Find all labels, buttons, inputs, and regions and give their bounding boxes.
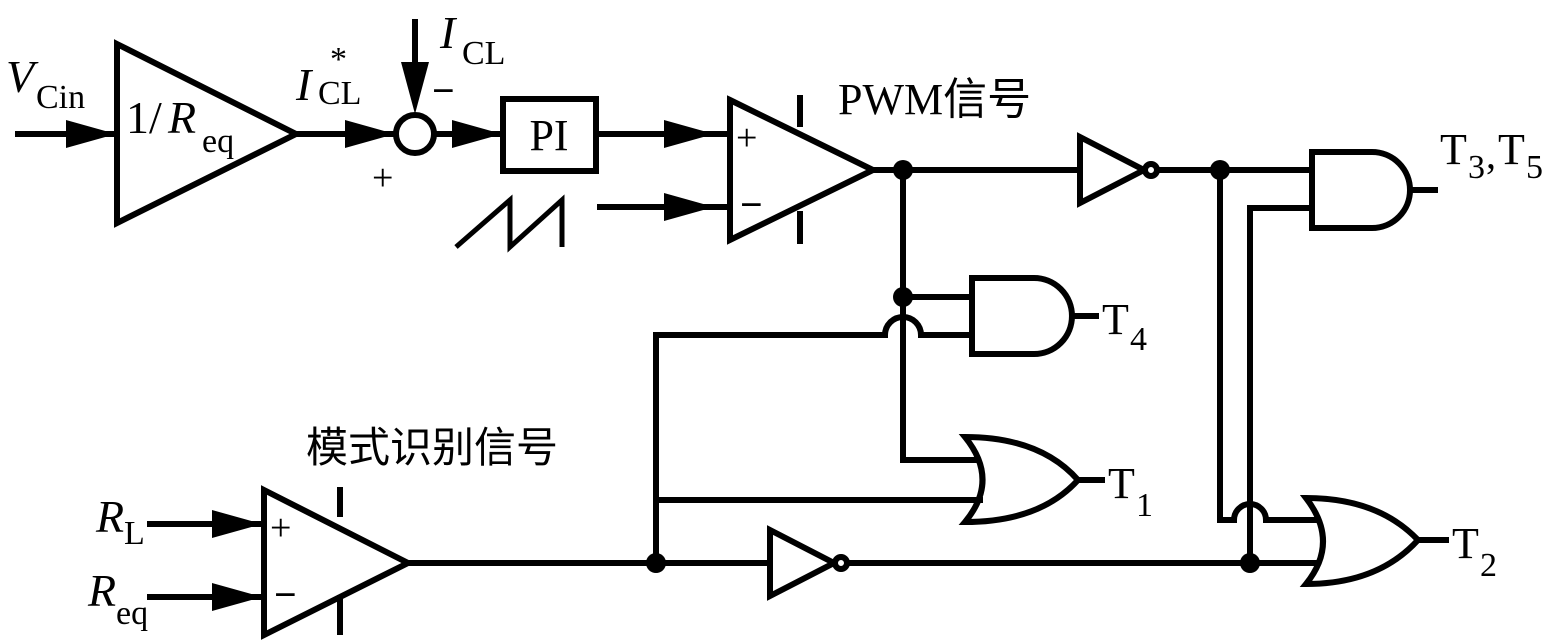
i-cl-feedback-wire — [401, 19, 429, 114]
i-cl-ref-label-sup: * — [330, 41, 347, 78]
svg-text:T: T — [1498, 125, 1525, 174]
mode-comparator-plus: + — [270, 507, 291, 549]
r-l-input-wire — [147, 510, 265, 538]
v-cin-input-wire — [15, 120, 116, 148]
and-gate-t3-t5 — [1309, 149, 1413, 231]
sawtooth-carrier-icon — [454, 194, 565, 253]
mode-signal-label: 模式识别信号 — [306, 423, 558, 472]
summing-plus-sign: + — [372, 157, 393, 199]
pwm-signal-label-latin: PWM信号 — [838, 75, 1031, 124]
r-eq-label-var: R — [87, 565, 116, 616]
svg-text:5: 5 — [1526, 149, 1543, 186]
mode-comparator-minus: − — [274, 572, 297, 617]
output-label-t2: T 2 — [1452, 519, 1497, 584]
r-eq-input-wire — [147, 583, 265, 611]
inverted-pwm-to-or-t2-wire — [1217, 167, 1319, 523]
svg-text:1: 1 — [1136, 487, 1153, 524]
v-cin-label-var: V — [6, 51, 39, 102]
or-gate-t2 — [1299, 494, 1423, 588]
or-gate-t1 — [958, 433, 1083, 526]
mode-comparator — [261, 485, 415, 640]
gain-block-label-prefix: 1/ — [126, 92, 162, 143]
gain-block-1-over-req — [114, 39, 303, 228]
svg-text:4: 4 — [1130, 321, 1147, 358]
pwm-comparator-minus: − — [740, 182, 763, 227]
and-gate-t4 — [969, 275, 1075, 357]
i-cl-label-sub: CL — [462, 35, 505, 72]
error-signal-wire — [431, 120, 503, 148]
summing-minus-sign: − — [432, 68, 455, 113]
output-label-t3-t5: T 3 , T 5 — [1440, 125, 1543, 186]
output-label-t4: T 4 — [1102, 295, 1147, 358]
pi-output-wire — [593, 120, 733, 148]
gain-block-label-var: R — [167, 92, 196, 143]
pi-controller-block — [500, 96, 599, 174]
svg-text:T: T — [1440, 125, 1467, 174]
mode-inverter — [767, 525, 850, 601]
svg-text:T: T — [1102, 295, 1129, 344]
r-l-label-var: R — [95, 491, 124, 542]
i-cl-ref-label-var: I — [295, 59, 314, 110]
pwm-branch-wire — [900, 167, 978, 463]
v-cin-label-sub: Cin — [36, 79, 85, 116]
i-cl-ref-wire — [293, 120, 395, 148]
svg-text:3: 3 — [1468, 149, 1485, 186]
i-cl-ref-label-sub: CL — [318, 75, 361, 112]
pi-block-label: PI — [529, 111, 568, 160]
mode-junction-node — [646, 553, 666, 573]
r-eq-label-sub: eq — [116, 595, 148, 632]
inverted-mode-to-and-t35-wire — [1247, 205, 1315, 566]
pwm-comparator — [727, 95, 880, 245]
summing-junction — [393, 112, 437, 156]
pwm-comparator-plus: + — [736, 117, 757, 159]
svg-text:2: 2 — [1480, 547, 1497, 584]
mode-to-and-t4-wire — [653, 314, 975, 566]
svg-text:T: T — [1108, 459, 1135, 508]
r-l-label-sub: L — [124, 515, 145, 552]
gain-block-label-sub: eq — [202, 123, 234, 160]
svg-text:,: , — [1486, 132, 1496, 177]
output-label-t1: T 1 — [1108, 459, 1153, 524]
svg-text:T: T — [1452, 519, 1479, 568]
carrier-wire — [597, 193, 733, 221]
pwm-inverter — [1077, 132, 1160, 208]
i-cl-label-var: I — [439, 7, 458, 58]
